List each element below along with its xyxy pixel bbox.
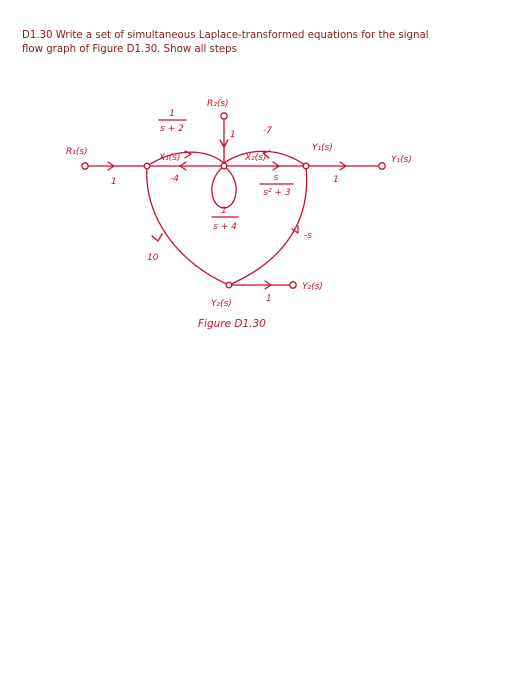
label-y2-mid: Y₂(s) — [211, 299, 232, 309]
node-y2 — [225, 281, 233, 289]
arrow-x2-x1 — [179, 161, 187, 171]
branch-y1-to-y2 — [228, 165, 308, 286]
label-x2: X₂(s) — [244, 153, 267, 163]
arrow-y1-x2 — [262, 150, 271, 159]
figure-caption: Figure D1.30 — [198, 318, 266, 330]
arrow-x1-y2 — [151, 233, 163, 242]
gain-self-loop-numerator: 1 — [221, 206, 227, 216]
node-y2-out — [289, 281, 297, 289]
gain-x2-forward-numerator: s — [274, 173, 279, 183]
node-r2 — [220, 112, 228, 120]
gain-x1-forward-denominator: s + 2 — [160, 124, 184, 134]
node-y1 — [302, 162, 310, 170]
label-y2-out: Y₂(s) — [302, 282, 323, 292]
gain-y1-out: 1 — [333, 175, 339, 185]
label-r2: R₂(s) — [207, 99, 229, 109]
label-y1-mid: Y₁(s) — [312, 143, 333, 153]
label-r1: R₁(s) — [66, 147, 88, 157]
arrow-y1-out — [339, 161, 347, 171]
gain-r2-x2: 1 — [230, 130, 236, 140]
node-x2 — [220, 162, 228, 170]
arrow-y2-out — [264, 280, 272, 290]
arrow-x2-y1 — [272, 161, 280, 171]
gain-self-loop-denominator: s + 4 — [213, 222, 237, 232]
gain-x2-forward-denominator: s² + 3 — [263, 188, 291, 198]
problem-statement: D1.30 Write a set of simultaneous Laplac… — [22, 29, 492, 57]
gain-y2-out: 1 — [266, 294, 272, 304]
arrow-x1-x2 — [184, 150, 192, 159]
gain-r1-x1: 1 — [111, 177, 117, 187]
gain-x2-feedback: -7 — [263, 126, 272, 136]
arrow-r2-x2 — [219, 139, 229, 148]
branch-x1-to-x2 — [146, 151, 225, 167]
problem-statement-line-1: D1.30 Write a set of simultaneous Laplac… — [22, 30, 429, 41]
problem-statement-line-2: flow graph of Figure D1.30. Show all ste… — [22, 44, 237, 55]
arrow-y1-y2 — [291, 225, 299, 234]
label-y1-out: Y₁(s) — [391, 155, 412, 165]
branch-x1-to-y2 — [146, 165, 230, 286]
gain-x1-forward-numerator: 1 — [169, 109, 175, 119]
branch-y1-to-x2-feedback — [223, 150, 307, 167]
node-x1 — [143, 162, 151, 170]
self-loop-x2 — [211, 165, 237, 209]
arrow-r1-x1 — [107, 161, 115, 171]
node-r1 — [81, 162, 89, 170]
node-y1-out — [378, 162, 386, 170]
label-x1: X₁(s) — [158, 153, 181, 163]
gain-x1-feedback: -4 — [170, 174, 179, 184]
gain-y1-y2: -s — [304, 231, 312, 241]
gain-x1-y2: 10 — [147, 253, 159, 263]
